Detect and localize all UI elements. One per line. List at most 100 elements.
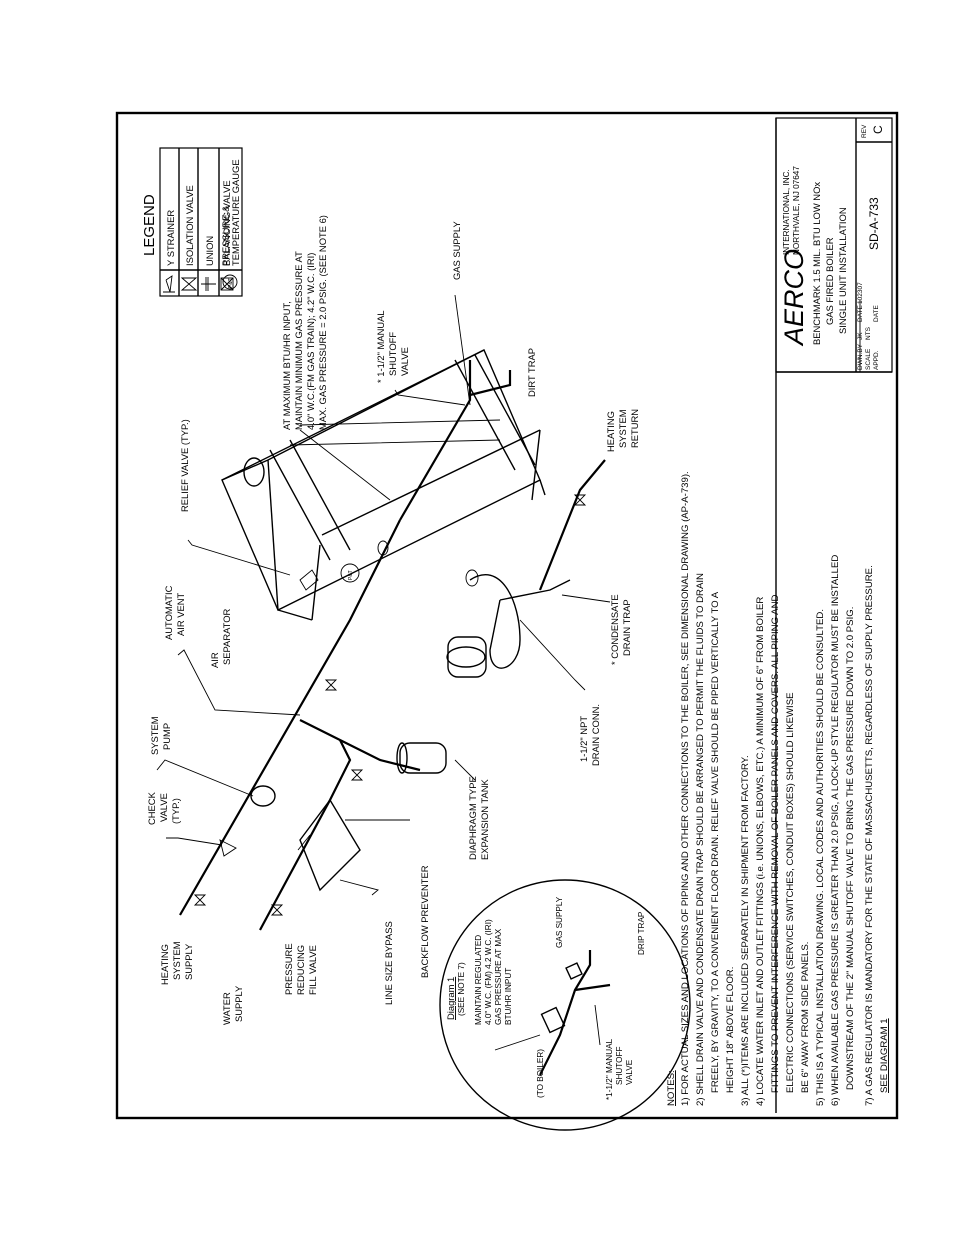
isolation-valve-icons [193, 494, 587, 916]
pt-gauge-icon: P&T [340, 563, 360, 583]
note-line-5: 3) ALL (*)ITEMS ARE INCLUDED SEPARATELY … [740, 755, 751, 1106]
legend-label-y-strainer: Y STRAINER [165, 210, 176, 266]
label-air-separator-1: AIR [209, 652, 220, 668]
label-gas-supply: GAS SUPPLY [451, 221, 462, 280]
label-heating-return-2: SYSTEM [617, 409, 628, 448]
label-heating-supply-1: HEATING [159, 944, 170, 985]
notes: NOTES: 1) FOR ACTUAL SIZES AND LOCATIONS… [666, 471, 890, 1106]
diagram1-subtitle: (SEE NOTE 7) [457, 962, 466, 1016]
rev-value: C [871, 125, 885, 134]
note-line-9: BE 6" AWAY FROM SIDE PANELS. [800, 942, 811, 1093]
rev-label: REV [861, 124, 868, 138]
label-water-supply-1: WATER [221, 992, 232, 1025]
legend-label-temperature-gauge: TEMPERATURE GAUGE [230, 159, 241, 266]
note-line-11: 6) WHEN AVAILABLE GAS PRESSURE IS GREATE… [830, 555, 841, 1106]
label-system-pump-2: PUMP [161, 723, 172, 750]
note-line-8: ELECTRIC CONNECTIONS (SERVICE SWITCHES, … [785, 692, 796, 1093]
diagram1-shutoff-3: VALVE [625, 1059, 634, 1085]
dwn-by-value: JK [857, 332, 864, 340]
label-shutoff-valve-1: * 1-1/2" MANUAL [375, 310, 386, 383]
diagram1-reg-3: GAS PRESSURE AT MAX [494, 928, 503, 1025]
y-strainer-icon [163, 275, 175, 293]
label-air-separator-2: SEPARATOR [221, 609, 232, 665]
label-gas-pressure-2: MAINTAIN MINIMUM GAS PRESSURE AT [293, 251, 304, 430]
title-line-3: SINGLE UNIT INSTALLATION [837, 207, 848, 334]
relief-valve-icon [299, 540, 479, 591]
label-heating-supply-2: SYSTEM [171, 941, 182, 980]
check-valve-icon [219, 839, 237, 857]
label-bypass: LINE SIZE BYPASS [383, 921, 394, 1005]
svg-text:P&T: P&T [228, 278, 234, 288]
company-address: NORTHVALE, NJ 07647 [792, 166, 801, 255]
drawing-number: SD-A-733 [867, 197, 881, 250]
label-gas-pressure-3: 4.0" W.C.(FM GAS TRAIN); 4.2" W.C. (IRI) [305, 253, 316, 430]
component-labels: HEATING SYSTEM SUPPLY CHECK VALVE (TYP.)… [146, 215, 640, 1025]
label-expansion-tank-1: DIAPHRAGM TYPE [467, 776, 478, 860]
title-line-2: GAS FIRED BOILER [824, 237, 835, 325]
company-full: INTERNATIONAL, INC. [782, 169, 791, 255]
label-fill-valve-1: PRESSURE [283, 943, 294, 995]
note-line-14: SEE DIAGRAM 1 [879, 1018, 890, 1093]
drain-tank [446, 636, 487, 678]
isolation-valve-icon [180, 277, 198, 291]
date-label: DATE [857, 304, 864, 322]
pressure-temperature-gauge-icon: P&T [222, 274, 238, 290]
scale-label: SCALE [865, 348, 872, 370]
leader-lines [156, 294, 611, 896]
note-line-2: 2) SHELL DRAIN VALVE AND CONDENSATE DRAI… [695, 573, 706, 1106]
title-block: AERCO INTERNATIONAL, INC. NORTHVALE, NJ … [775, 117, 893, 1113]
union-icon [201, 277, 216, 291]
legend-label-pressure: PRESSURE & [220, 205, 231, 266]
label-heating-return-1: HEATING [605, 411, 616, 452]
appd-label: APPD. [873, 350, 880, 370]
svg-text:P&T: P&T [348, 570, 354, 580]
diagram1-reg-2: 4.0" W.C. (FM) 4.2 W.C. (IRI) [484, 919, 493, 1025]
label-backflow: BACKFLOW PREVENTER [419, 865, 430, 978]
label-relief-valve: RELIEF VALVE (TYP.) [179, 419, 190, 512]
dwn-by-label: DWN.BY [857, 343, 864, 370]
label-system-pump-1: SYSTEM [149, 716, 160, 755]
legend-label-union: UNION [204, 236, 215, 266]
boiler [221, 349, 546, 621]
note-line-1: 1) FOR ACTUAL SIZES AND LOCATIONS OF PIP… [680, 471, 691, 1106]
diagram1-title: Diagram 1 [445, 977, 456, 1020]
note-line-10: 5) THIS IS A TYPICAL INSTALLATION DRAWIN… [815, 609, 826, 1106]
label-gas-pressure-4: MAX. GAS PRESSURE = 2.0 PSIG. (SEE NOTE … [317, 215, 328, 430]
legend: LEGEND P&T Y STRAINER ISOLATION VALVE UN… [141, 147, 243, 297]
note-line-13: 7) A GAS REGULATOR IS MANDATORY FOR THE … [864, 565, 875, 1106]
piping [179, 360, 606, 931]
system-pump-icon [250, 785, 276, 807]
label-condensate-2: DRAIN TRAP [621, 599, 632, 656]
label-water-supply-2: SUPPLY [233, 985, 244, 1022]
label-shutoff-valve-3: VALVE [399, 347, 410, 376]
note-line-3: FREELY, BY GRAVITY, TO A CONVENIENT FLOO… [710, 591, 721, 1093]
diagram1-reg-1: MAINTAIN REGULATED [474, 935, 483, 1025]
drawing-border [115, 111, 899, 1120]
label-condensate-1: * CONDENSATE [609, 594, 620, 665]
label-check-valve-3: (TYP.) [170, 798, 181, 824]
scale-value: NTS [865, 326, 872, 340]
label-fill-valve-3: FILL VALVE [307, 945, 318, 995]
title-line-1: BENCHMARK 1.5 MIL. BTU LOW NOx [811, 182, 822, 345]
label-dirt-trap: DIRT TRAP [526, 348, 537, 397]
label-heating-supply-3: SUPPLY [183, 943, 194, 980]
label-air-vent-2: AIR VENT [175, 592, 186, 636]
label-shutoff-valve-2: SHUTOFF [387, 332, 398, 376]
label-expansion-tank-2: EXPANSION TANK [479, 779, 490, 860]
legend-label-balancing-valve: BALANCING VALVE [221, 180, 232, 266]
note-line-4: HEIGHT 18" ABOVE FLOOR. [725, 967, 736, 1093]
legend-title: LEGEND [141, 194, 158, 256]
diagram1-shutoff-1: *1-1/2" MANUAL [605, 1038, 614, 1100]
appd-date-label: DATE [873, 304, 880, 322]
note-line-12: DOWNSTREAM OF THE 2" MANUAL SHUTOFF VALV… [845, 607, 856, 1090]
label-drain-conn-1: 1-1/2" NPT [578, 716, 589, 762]
company-name: AERCO [779, 249, 809, 347]
expansion-tank [396, 742, 447, 774]
label-drain-conn-2: DRAIN CONN. [590, 704, 601, 766]
diagram1-drip-trap: DRIP TRAP [637, 911, 646, 955]
label-check-valve-2: VALVE [158, 793, 169, 822]
legend-label-isolation-valve: ISOLATION VALVE [184, 185, 195, 266]
label-gas-pressure-1: AT MAXIMUM BTU/HR INPUT, [281, 301, 292, 430]
